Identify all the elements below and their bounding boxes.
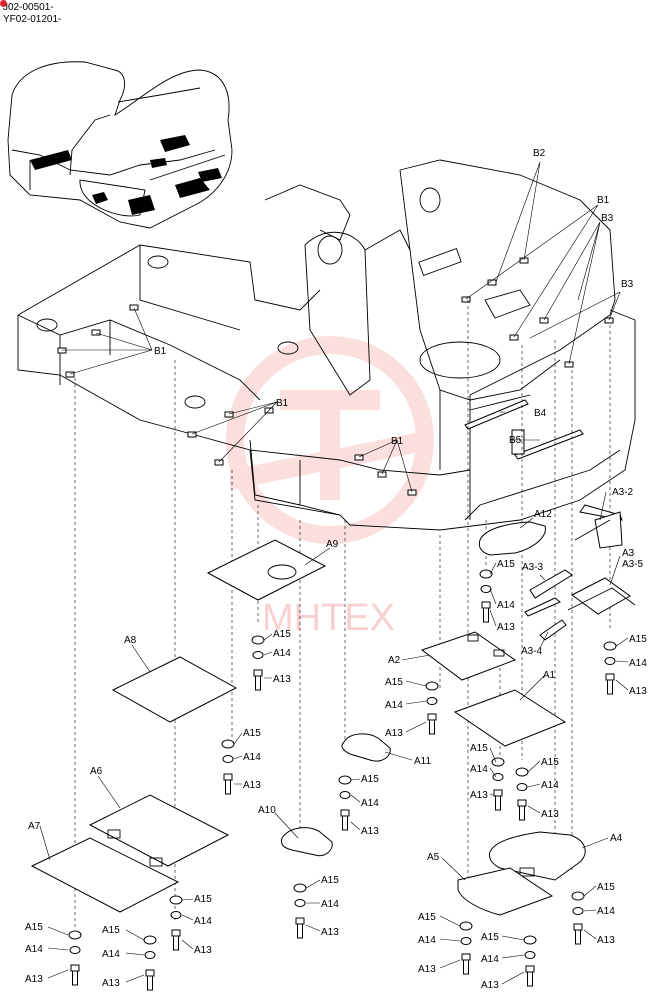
label-a13: A13: [361, 826, 379, 837]
label-a14: A14: [418, 935, 436, 946]
label-a3-3: A3-3: [522, 562, 544, 573]
inset-machine-view: [7, 61, 233, 229]
label-b1: B1: [276, 398, 289, 409]
serial-range-1: J02-00501-: [3, 2, 54, 13]
label-b5: B5: [509, 435, 522, 446]
label-a6: A6: [90, 766, 103, 777]
label-a15: A15: [243, 728, 261, 739]
label-a13: A13: [25, 974, 43, 985]
label-a13: A13: [629, 686, 647, 697]
label-a13: A13: [418, 964, 436, 975]
label-a13: A13: [470, 790, 488, 801]
label-a9: A9: [326, 539, 339, 550]
label-a3-5: A3-5: [622, 559, 644, 570]
label-a15: A15: [385, 677, 403, 688]
label-a3-4: A3-4: [521, 646, 543, 657]
label-a10: A10: [258, 805, 276, 816]
label-a13: A13: [194, 945, 212, 956]
label-a14: A14: [321, 899, 339, 910]
label-a15: A15: [470, 743, 488, 754]
label-a15: A15: [194, 894, 212, 905]
watermark-logo: [226, 336, 434, 544]
label-a7: A7: [28, 821, 41, 832]
a-leader-lines: [39, 491, 629, 985]
label-a13: A13: [321, 927, 339, 938]
b-plates: [57, 257, 614, 496]
label-a14: A14: [194, 916, 212, 927]
label-a14: A14: [273, 648, 291, 659]
label-a3-2: A3-2: [612, 487, 634, 498]
label-b2: B2: [533, 148, 546, 159]
label-a14: A14: [470, 764, 488, 775]
label-a4: A4: [610, 833, 623, 844]
label-a14: A14: [541, 780, 559, 791]
label-b3: B3: [601, 213, 614, 224]
marker-icon: [0, 0, 7, 7]
label-a15: A15: [481, 932, 499, 943]
label-a3: A3: [622, 548, 635, 559]
label-a13: A13: [481, 980, 499, 991]
label-a14: A14: [497, 600, 515, 611]
label-a15: A15: [102, 925, 120, 936]
label-a12: A12: [534, 509, 552, 520]
label-a15: A15: [497, 559, 515, 570]
label-a14: A14: [629, 658, 647, 669]
label-a14: A14: [243, 752, 261, 763]
part-labels: B1 B1 B1 B1 B2 B3 B3 B4 B5 A9 A12 A3-2 A…: [25, 148, 647, 991]
label-a13: A13: [497, 622, 515, 633]
b-leader-lines: [62, 161, 621, 493]
label-b1: B1: [154, 346, 167, 357]
label-a13: A13: [597, 935, 615, 946]
label-a14: A14: [102, 949, 120, 960]
label-a14: A14: [25, 944, 43, 955]
label-a15: A15: [418, 912, 436, 923]
label-a13: A13: [541, 809, 559, 820]
label-b4: B4: [534, 408, 547, 419]
label-a15: A15: [321, 875, 339, 886]
label-a13: A13: [102, 978, 120, 989]
label-a5: A5: [427, 852, 440, 863]
label-a11: A11: [414, 756, 431, 767]
label-a13: A13: [273, 674, 291, 685]
label-a15: A15: [25, 922, 43, 933]
label-a14: A14: [481, 954, 499, 965]
label-a2: A2: [388, 655, 401, 666]
label-a14: A14: [385, 700, 403, 711]
label-a13: A13: [243, 780, 261, 791]
label-a14: A14: [597, 906, 615, 917]
serial-range-2: YF02-01201-: [3, 14, 62, 25]
label-a15: A15: [541, 757, 559, 768]
label-a15: A15: [361, 774, 379, 785]
cover-plates: [30, 504, 636, 916]
label-b1: B1: [391, 436, 404, 447]
fastener-stacks: [68, 569, 617, 991]
label-b3: B3: [621, 279, 634, 290]
label-a15: A15: [597, 882, 615, 893]
label-a13: A13: [385, 728, 403, 739]
label-a15: A15: [273, 629, 291, 640]
watermark-text: MHTEX: [262, 597, 395, 639]
label-a14: A14: [361, 798, 379, 809]
label-a15: A15: [629, 634, 647, 645]
label-a8: A8: [124, 635, 137, 646]
label-a1: A1: [543, 670, 556, 681]
label-b1: B1: [597, 195, 610, 206]
